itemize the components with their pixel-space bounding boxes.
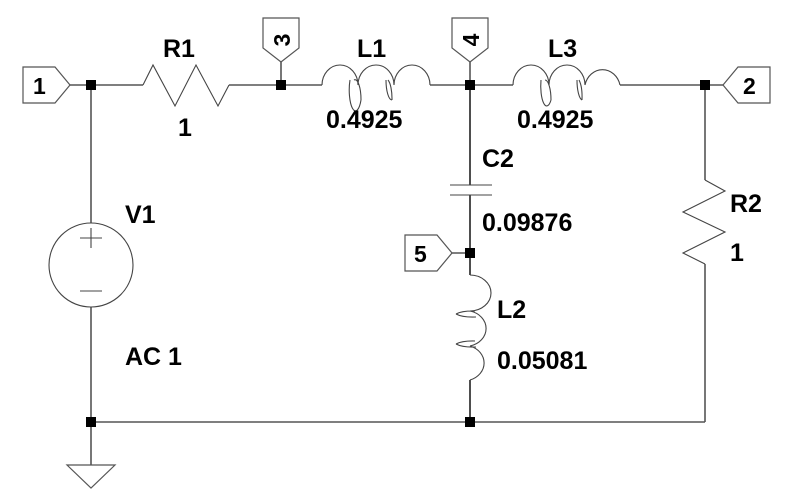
port-1-flag-shape — [22, 66, 71, 104]
junction-node4[interactable] — [465, 80, 475, 90]
resistor-icon — [142, 63, 230, 108]
port-2-flag-shape — [722, 66, 771, 104]
port-5-flag-shape — [404, 234, 453, 272]
junction-node1[interactable] — [86, 80, 96, 90]
junction-node2[interactable] — [700, 80, 710, 90]
wires — [70, 62, 723, 465]
l1-name: L1 — [357, 35, 386, 63]
port-4-label: 4 — [458, 33, 484, 46]
inductor-icon — [455, 274, 492, 381]
junction-gnd-mid[interactable] — [465, 417, 475, 427]
junction-gnd-left[interactable] — [86, 417, 96, 427]
inductor-icon — [512, 64, 621, 107]
port-5-label: 5 — [414, 241, 427, 267]
port-1-label: 1 — [33, 73, 46, 99]
l2-name: L2 — [497, 296, 526, 324]
c2-name: C2 — [482, 145, 514, 173]
port-3-label: 3 — [269, 34, 295, 47]
ground-symbol[interactable] — [65, 464, 117, 489]
junctions — [86, 80, 710, 427]
voltage-source-v1[interactable]: V1 AC 1 — [48, 201, 182, 371]
inductor-l1[interactable]: L1 0.4925 — [321, 35, 431, 134]
r1-name: R1 — [163, 35, 195, 63]
port-2-label: 2 — [743, 73, 756, 99]
resistor-r2[interactable]: R2 1 — [681, 179, 762, 267]
inductor-icon — [321, 64, 431, 112]
v1-name: V1 — [125, 201, 156, 229]
c2-value: 0.09876 — [482, 209, 572, 237]
inductor-l3[interactable]: L3 0.4925 — [512, 35, 621, 134]
r2-name: R2 — [730, 190, 762, 218]
ground-icon — [65, 464, 117, 489]
inductor-l2[interactable]: L2 0.05081 — [455, 274, 587, 381]
port-flag-4[interactable]: 4 — [451, 17, 489, 63]
port-flag-2[interactable]: 2 — [722, 66, 771, 104]
port-flag-3[interactable]: 3 — [262, 17, 300, 63]
l2-value: 0.05081 — [497, 347, 587, 375]
resistor-icon — [681, 179, 727, 265]
junction-node5[interactable] — [465, 248, 475, 258]
port-flag-5[interactable]: 5 — [404, 234, 453, 272]
r2-value: 1 — [730, 239, 744, 267]
junction-node3[interactable] — [276, 80, 286, 90]
voltage-source-icon — [48, 222, 134, 308]
r1-value: 1 — [178, 114, 192, 142]
port-flag-1[interactable]: 1 — [22, 66, 71, 104]
v1-value: AC 1 — [125, 343, 182, 371]
port-4-flag-shape — [451, 17, 489, 63]
l3-value: 0.4925 — [517, 106, 594, 134]
capacitor-c2[interactable]: C2 0.09876 — [450, 145, 572, 237]
l3-name: L3 — [548, 35, 577, 63]
l1-value: 0.4925 — [326, 106, 403, 134]
resistor-r1[interactable]: R1 1 — [142, 35, 230, 142]
port-3-flag-shape — [262, 17, 300, 63]
